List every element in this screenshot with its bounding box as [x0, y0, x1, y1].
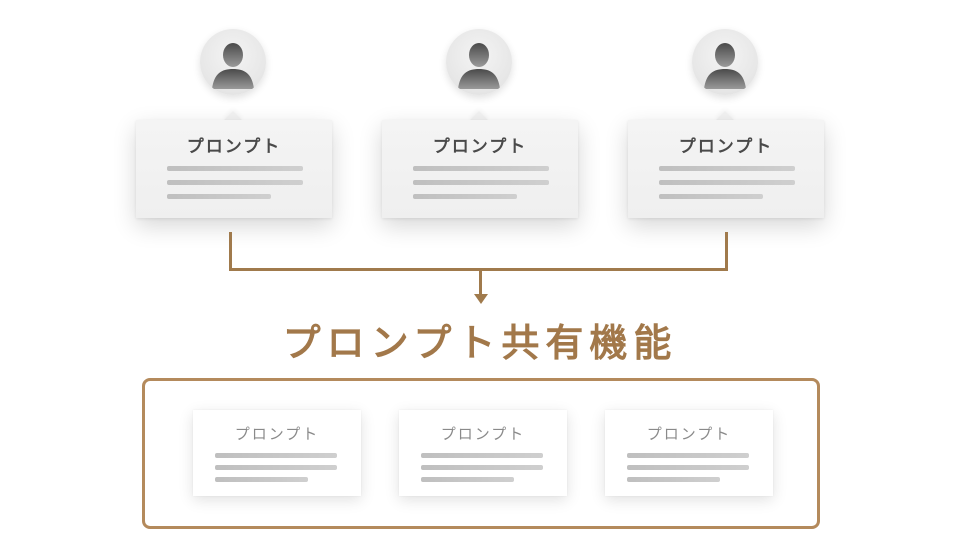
connector-right-vertical	[725, 232, 728, 271]
user-avatar-3	[692, 29, 758, 95]
card-title: プロンプト	[646, 425, 732, 443]
placeholder-line	[421, 453, 543, 458]
card-title: プロンプト	[186, 137, 282, 157]
feature-title: プロンプト共有機能	[282, 321, 678, 365]
user-icon	[704, 43, 746, 89]
placeholder-line	[421, 465, 543, 470]
card-title: プロンプト	[432, 137, 528, 157]
placeholder-line	[627, 477, 720, 482]
user-icon	[458, 43, 500, 89]
user-prompt-card-3: プロンプト	[628, 120, 824, 218]
placeholder-line	[413, 180, 549, 185]
connector-left-vertical	[229, 232, 232, 271]
placeholder-line	[215, 465, 337, 470]
user-icon	[212, 43, 254, 89]
card-title: プロンプト	[678, 137, 774, 157]
placeholder-line	[413, 166, 549, 171]
placeholder-line	[421, 477, 514, 482]
card-title: プロンプト	[234, 425, 320, 443]
placeholder-line	[167, 166, 303, 171]
user-avatar-2	[446, 29, 512, 95]
shared-prompt-card-2: プロンプト	[399, 410, 567, 496]
placeholder-line	[659, 194, 763, 199]
placeholder-line	[627, 453, 749, 458]
shared-prompt-card-3: プロンプト	[605, 410, 773, 496]
placeholder-line	[627, 465, 749, 470]
user-avatar-1	[200, 29, 266, 95]
card-title: プロンプト	[440, 425, 526, 443]
shared-prompt-card-1: プロンプト	[193, 410, 361, 496]
placeholder-line	[167, 194, 271, 199]
connector-horizontal	[229, 268, 728, 271]
user-prompt-card-2: プロンプト	[382, 120, 578, 218]
placeholder-line	[215, 453, 337, 458]
connector-center-vertical	[479, 268, 482, 296]
placeholder-line	[413, 194, 517, 199]
placeholder-line	[215, 477, 308, 482]
placeholder-line	[659, 166, 795, 171]
placeholder-line	[659, 180, 795, 185]
shared-prompts-box: プロンプト プロンプト プロンプト	[142, 378, 820, 529]
user-prompt-card-1: プロンプト	[136, 120, 332, 218]
placeholder-line	[167, 180, 303, 185]
arrow-down-icon	[474, 294, 488, 304]
